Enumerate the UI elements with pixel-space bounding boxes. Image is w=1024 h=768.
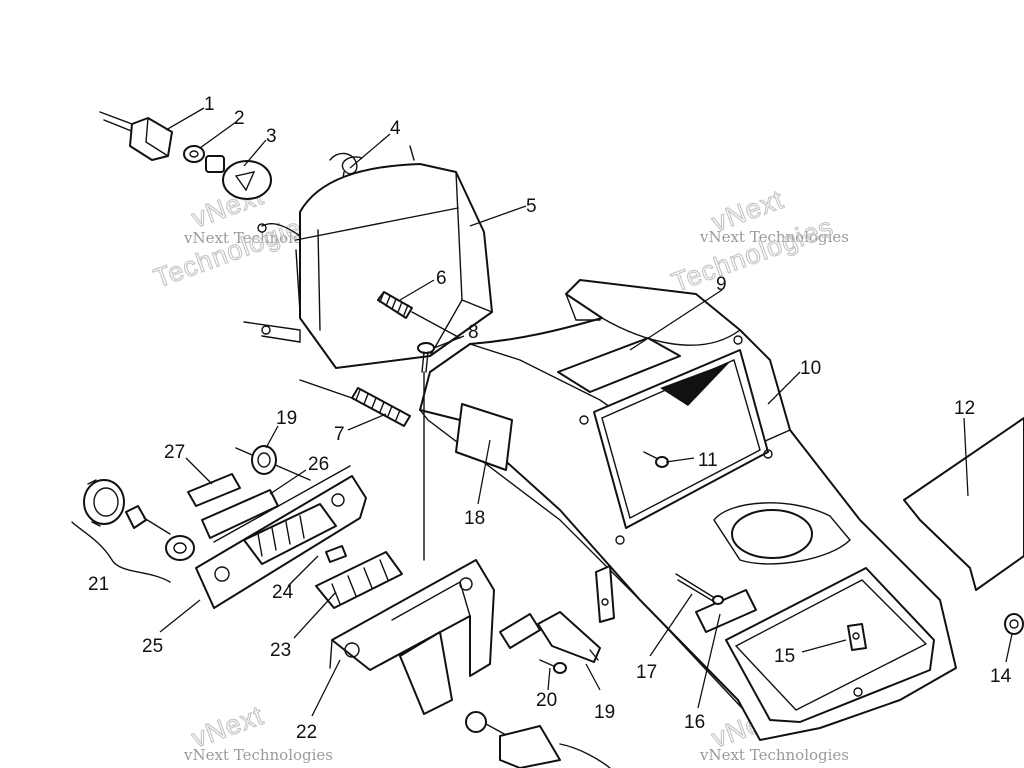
callout-22: 22 — [296, 722, 317, 743]
callout-1: 1 — [204, 94, 215, 115]
callout-27: 27 — [164, 442, 185, 463]
part-15-clip — [847, 623, 867, 651]
callout-6: 6 — [436, 268, 447, 289]
callout-17: 17 — [636, 662, 657, 683]
part-7-adjuster-spring — [299, 379, 411, 427]
callout-5: 5 — [526, 196, 537, 217]
part-14-washer — [1004, 613, 1024, 635]
part-5-headlight-housing — [243, 163, 493, 369]
callout-7: 7 — [334, 424, 345, 445]
part-17-long-screw — [675, 573, 724, 605]
callout-10: 10 — [800, 358, 821, 379]
callout-15: 15 — [774, 646, 795, 667]
part-10-console-housing — [419, 279, 957, 741]
leader-lines — [159, 107, 1013, 717]
callout-16: 16 — [684, 712, 705, 733]
part-20-screw — [539, 659, 567, 674]
callout-4: 4 — [390, 118, 401, 139]
part-6-adjuster-spring — [377, 291, 461, 339]
callout-21: 21 — [88, 574, 109, 595]
callout-19-lower: 19 — [594, 702, 615, 723]
part-27-decal — [187, 473, 241, 507]
watermark-brand: Technologies — [150, 207, 320, 293]
part-22-mounting-bracket — [329, 559, 495, 715]
callout-19-upper: 19 — [276, 408, 297, 429]
callout-24: 24 — [272, 582, 294, 603]
watermark-top-right: vNext Technologies vNext Technologies — [667, 184, 849, 299]
bottom-cable — [465, 711, 611, 768]
watermark-text: vNext Technologies — [699, 228, 849, 246]
callout-9: 9 — [716, 274, 727, 295]
callout-3: 3 — [266, 126, 277, 147]
part-21-ignition-switch — [71, 479, 195, 583]
part-12-windshield — [903, 417, 1024, 591]
part-3-headlight-bulb — [205, 155, 272, 200]
watermark-text: vNext Technologies — [699, 746, 849, 764]
callout-11: 11 — [698, 450, 718, 471]
part-19-connector-lower — [499, 611, 601, 663]
callout-14: 14 — [990, 666, 1012, 687]
callout-labels: 1 2 3 4 5 6 7 8 9 10 11 12 14 15 16 17 1… — [88, 94, 1012, 743]
callout-26: 26 — [308, 454, 329, 475]
callout-25: 25 — [142, 636, 163, 657]
callout-8: 8 — [468, 322, 479, 343]
part-1-harness-connector — [99, 111, 173, 161]
watermark-text: vNext Technologies — [183, 746, 333, 764]
part-2-bulb-socket — [183, 145, 205, 163]
callout-2: 2 — [234, 108, 245, 129]
part-24-switch-block — [243, 503, 347, 565]
part-19-grommet-upper — [251, 445, 277, 475]
callout-12: 12 — [954, 398, 975, 419]
callout-20: 20 — [536, 690, 557, 711]
callout-18: 18 — [464, 508, 485, 529]
callout-23: 23 — [270, 640, 291, 661]
